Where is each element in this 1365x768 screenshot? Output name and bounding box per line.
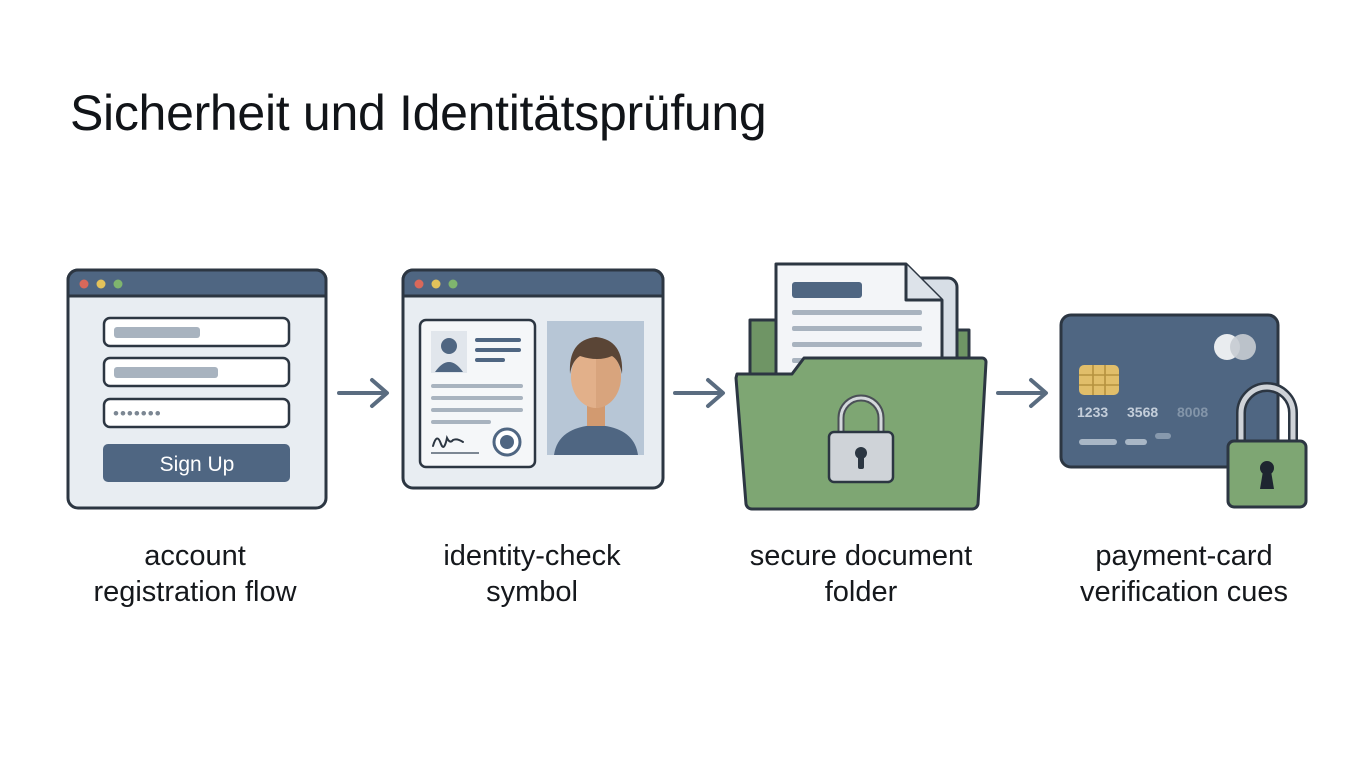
card-number-group-2: 3568	[1127, 404, 1158, 420]
card-number-group-3: 8008	[1177, 404, 1208, 420]
step-label-secure-document-folder: secure document folder	[749, 540, 973, 608]
step-label-identity-check: identity-check symbol	[443, 540, 621, 608]
card-number-group-1: 1233	[1077, 404, 1108, 420]
step-label-account-registration: account registration flow	[93, 540, 297, 608]
registration-form-window-icon: ••••••• Sign Up	[66, 268, 328, 510]
password-mask: •••••••	[113, 404, 162, 423]
credit-card-with-padlock-icon: 1233 3568 8008	[1059, 313, 1308, 509]
id-card-with-photo-icon	[401, 268, 665, 490]
arrow-right-icon	[996, 378, 1048, 408]
arrow-right-icon	[337, 378, 389, 408]
step-label-payment-card-verification: payment-card verification cues	[1080, 540, 1288, 608]
locked-document-folder-icon	[734, 262, 988, 511]
arrow-right-icon	[673, 378, 725, 408]
page-title: Sicherheit und Identitätsprüfung	[70, 85, 767, 141]
sign-up-button-label: Sign Up	[160, 453, 235, 476]
